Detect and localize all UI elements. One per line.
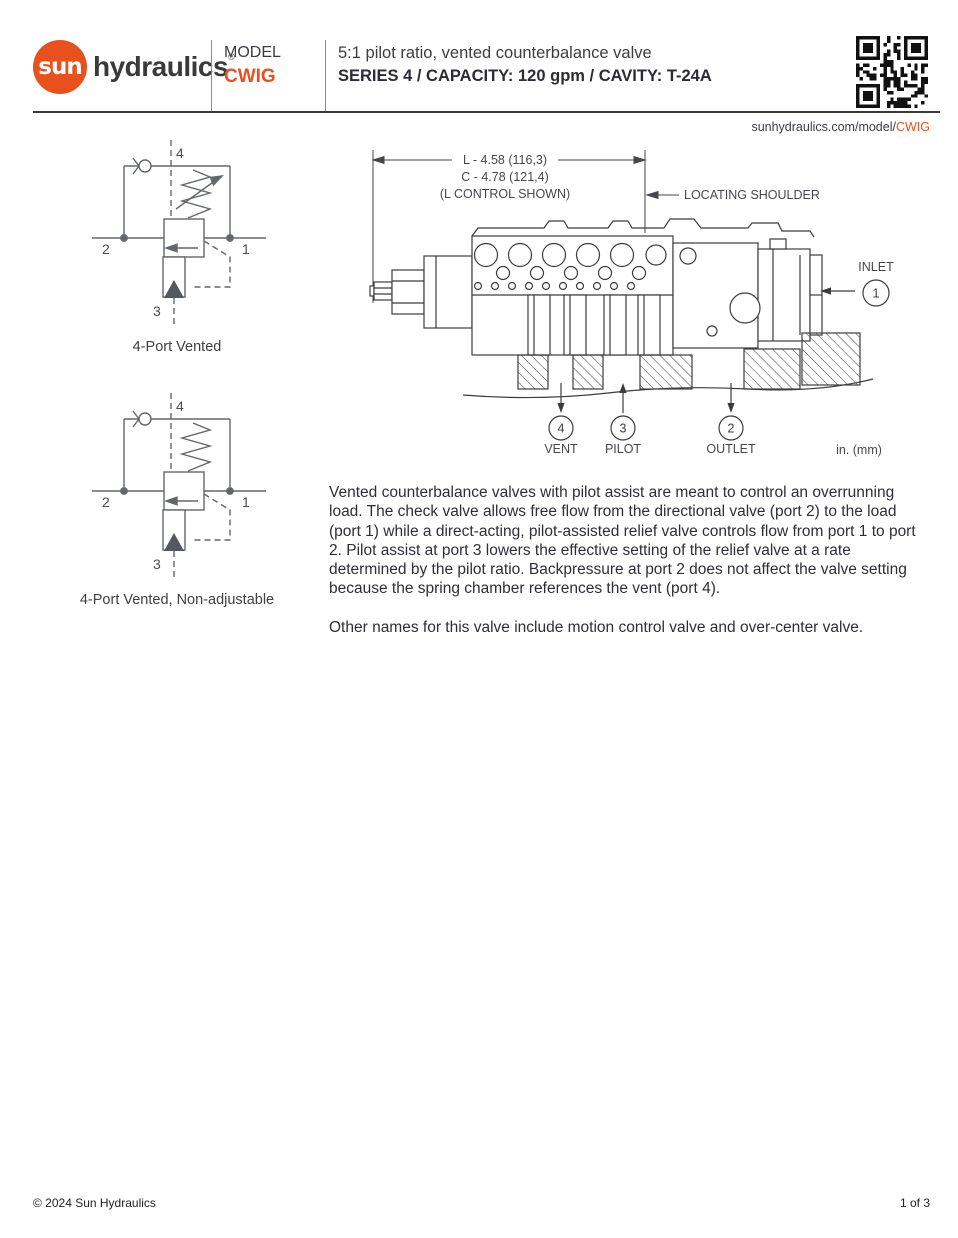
description-paragraph: Vented counterbalance valves with pilot … [329,484,916,598]
description-paragraph: Other names for this valve include motio… [329,618,864,636]
inlet-label: INLET [858,260,894,274]
inlet-port-number: 1 [873,287,880,301]
dim-arrow-left [371,155,385,165]
inlet-port-circle [862,279,890,307]
outlet-arrow-icon [727,403,735,413]
port-4-label: 4 [176,398,184,414]
model-label: MODEL [224,44,281,61]
port-number: 4 [558,422,565,436]
pilot-arrow-icon [619,383,627,393]
model-link[interactable]: sunhydraulics.com/model/CWIG [751,120,930,134]
hydraulic-symbol [92,140,266,328]
registered-mark: ® [228,52,235,62]
port-label: PILOT [605,442,641,456]
schematic-caption: 4-Port Vented, Non-adjustable [79,592,275,608]
units-label: in. (mm) [836,443,882,457]
pilot-triangle-icon [164,533,184,551]
body-top-profile [471,218,815,238]
hydraulic-symbol [92,393,266,581]
qr-code-icon [856,36,928,108]
spool-lands [527,294,661,356]
locating-shoulder-label: LOCATING SHOULDER [684,188,820,202]
locating-shoulder-arrow [645,190,659,200]
port-3-label: 3 [153,556,161,572]
check-valve-icon [138,412,152,426]
page-number: 1 of 3 [899,1196,930,1210]
nose-section [757,248,811,342]
dim-arrow-right [633,155,647,165]
dimension-l: L - 4.58 (116,3) [463,153,547,167]
adjustable-arrow-head [209,175,224,187]
header-divider [325,40,326,112]
schematic-4-port-vented: 4 2 1 3 [92,140,266,328]
sun-logo-text: sun [38,54,82,80]
schematic-4-port-vented-non-adjustable: 4 2 1 3 [92,393,266,581]
schematic-caption: 4-Port Vented [132,339,222,355]
valve-body-box [163,471,205,511]
header-rule [33,111,940,113]
junction-dot [120,487,128,495]
flow-arrow-icon [163,243,178,253]
junction-dot [226,487,234,495]
flow-arrow-icon [163,496,178,506]
sun-hydraulics-logo: sun hydraulics ® [33,40,235,94]
check-valve-icon [138,159,152,173]
vent-arrow-icon [557,403,565,413]
port-circle-vent [548,415,574,441]
port-circle-outlet [718,415,744,441]
manifold-hatch [517,332,861,390]
adjust-cap [423,255,473,329]
cross-drilled-hole [729,292,761,324]
junction-dot [226,234,234,242]
port-1-label: 1 [242,494,250,510]
sun-logo-icon: sun [33,40,87,94]
model-link-accent: CWIG [895,120,930,134]
port-callouts [548,383,744,441]
header-divider [211,40,212,112]
pilot-triangle-icon [164,280,184,298]
dimension-note: (L CONTROL SHOWN) [440,187,570,201]
port-3-label: 3 [153,303,161,319]
port-label: VENT [544,442,578,456]
cage-holes [473,242,697,291]
page-title: 5:1 pilot ratio, vented counterbalance v… [338,44,652,62]
junction-dot [120,234,128,242]
valve-body [369,218,874,399]
model-value: CWIG [224,66,276,87]
port-label: OUTLET [706,442,756,456]
check-valve-seat [132,410,140,428]
port-2-label: 2 [102,494,110,510]
valve-body-box [163,218,205,258]
pilot-sense-line [192,493,231,541]
port-1-label: 1 [242,241,250,257]
inlet-arrow-icon [820,287,831,295]
check-valve-seat [132,157,140,175]
spring-icon [179,422,213,472]
port-circle-pilot [610,415,636,441]
port-2-label: 2 [102,241,110,257]
port-number: 2 [728,422,735,436]
break-line [462,378,874,399]
port-4-label: 4 [176,145,184,161]
description-text: Vented counterbalance valves with pilot … [329,483,932,656]
valve-cross-section-drawing: L - 4.58 (116,3) C - 4.78 (121,4) (L CON… [369,150,894,457]
port-number: 3 [620,422,627,436]
copyright: © 2024 Sun Hydraulics [33,1196,156,1210]
adjustable-arrow-icon [175,179,217,210]
lock-nut [391,269,425,315]
page-subtitle: SERIES 4 / CAPACITY: 120 gpm / CAVITY: T… [338,67,712,85]
pilot-sense-line [192,240,231,288]
dimension-lines [371,150,679,303]
dimension-c: C - 4.78 (121,4) [461,170,549,184]
logo-wordmark: hydraulics [93,51,229,82]
inlet-callout: INLET 1 [820,260,894,307]
